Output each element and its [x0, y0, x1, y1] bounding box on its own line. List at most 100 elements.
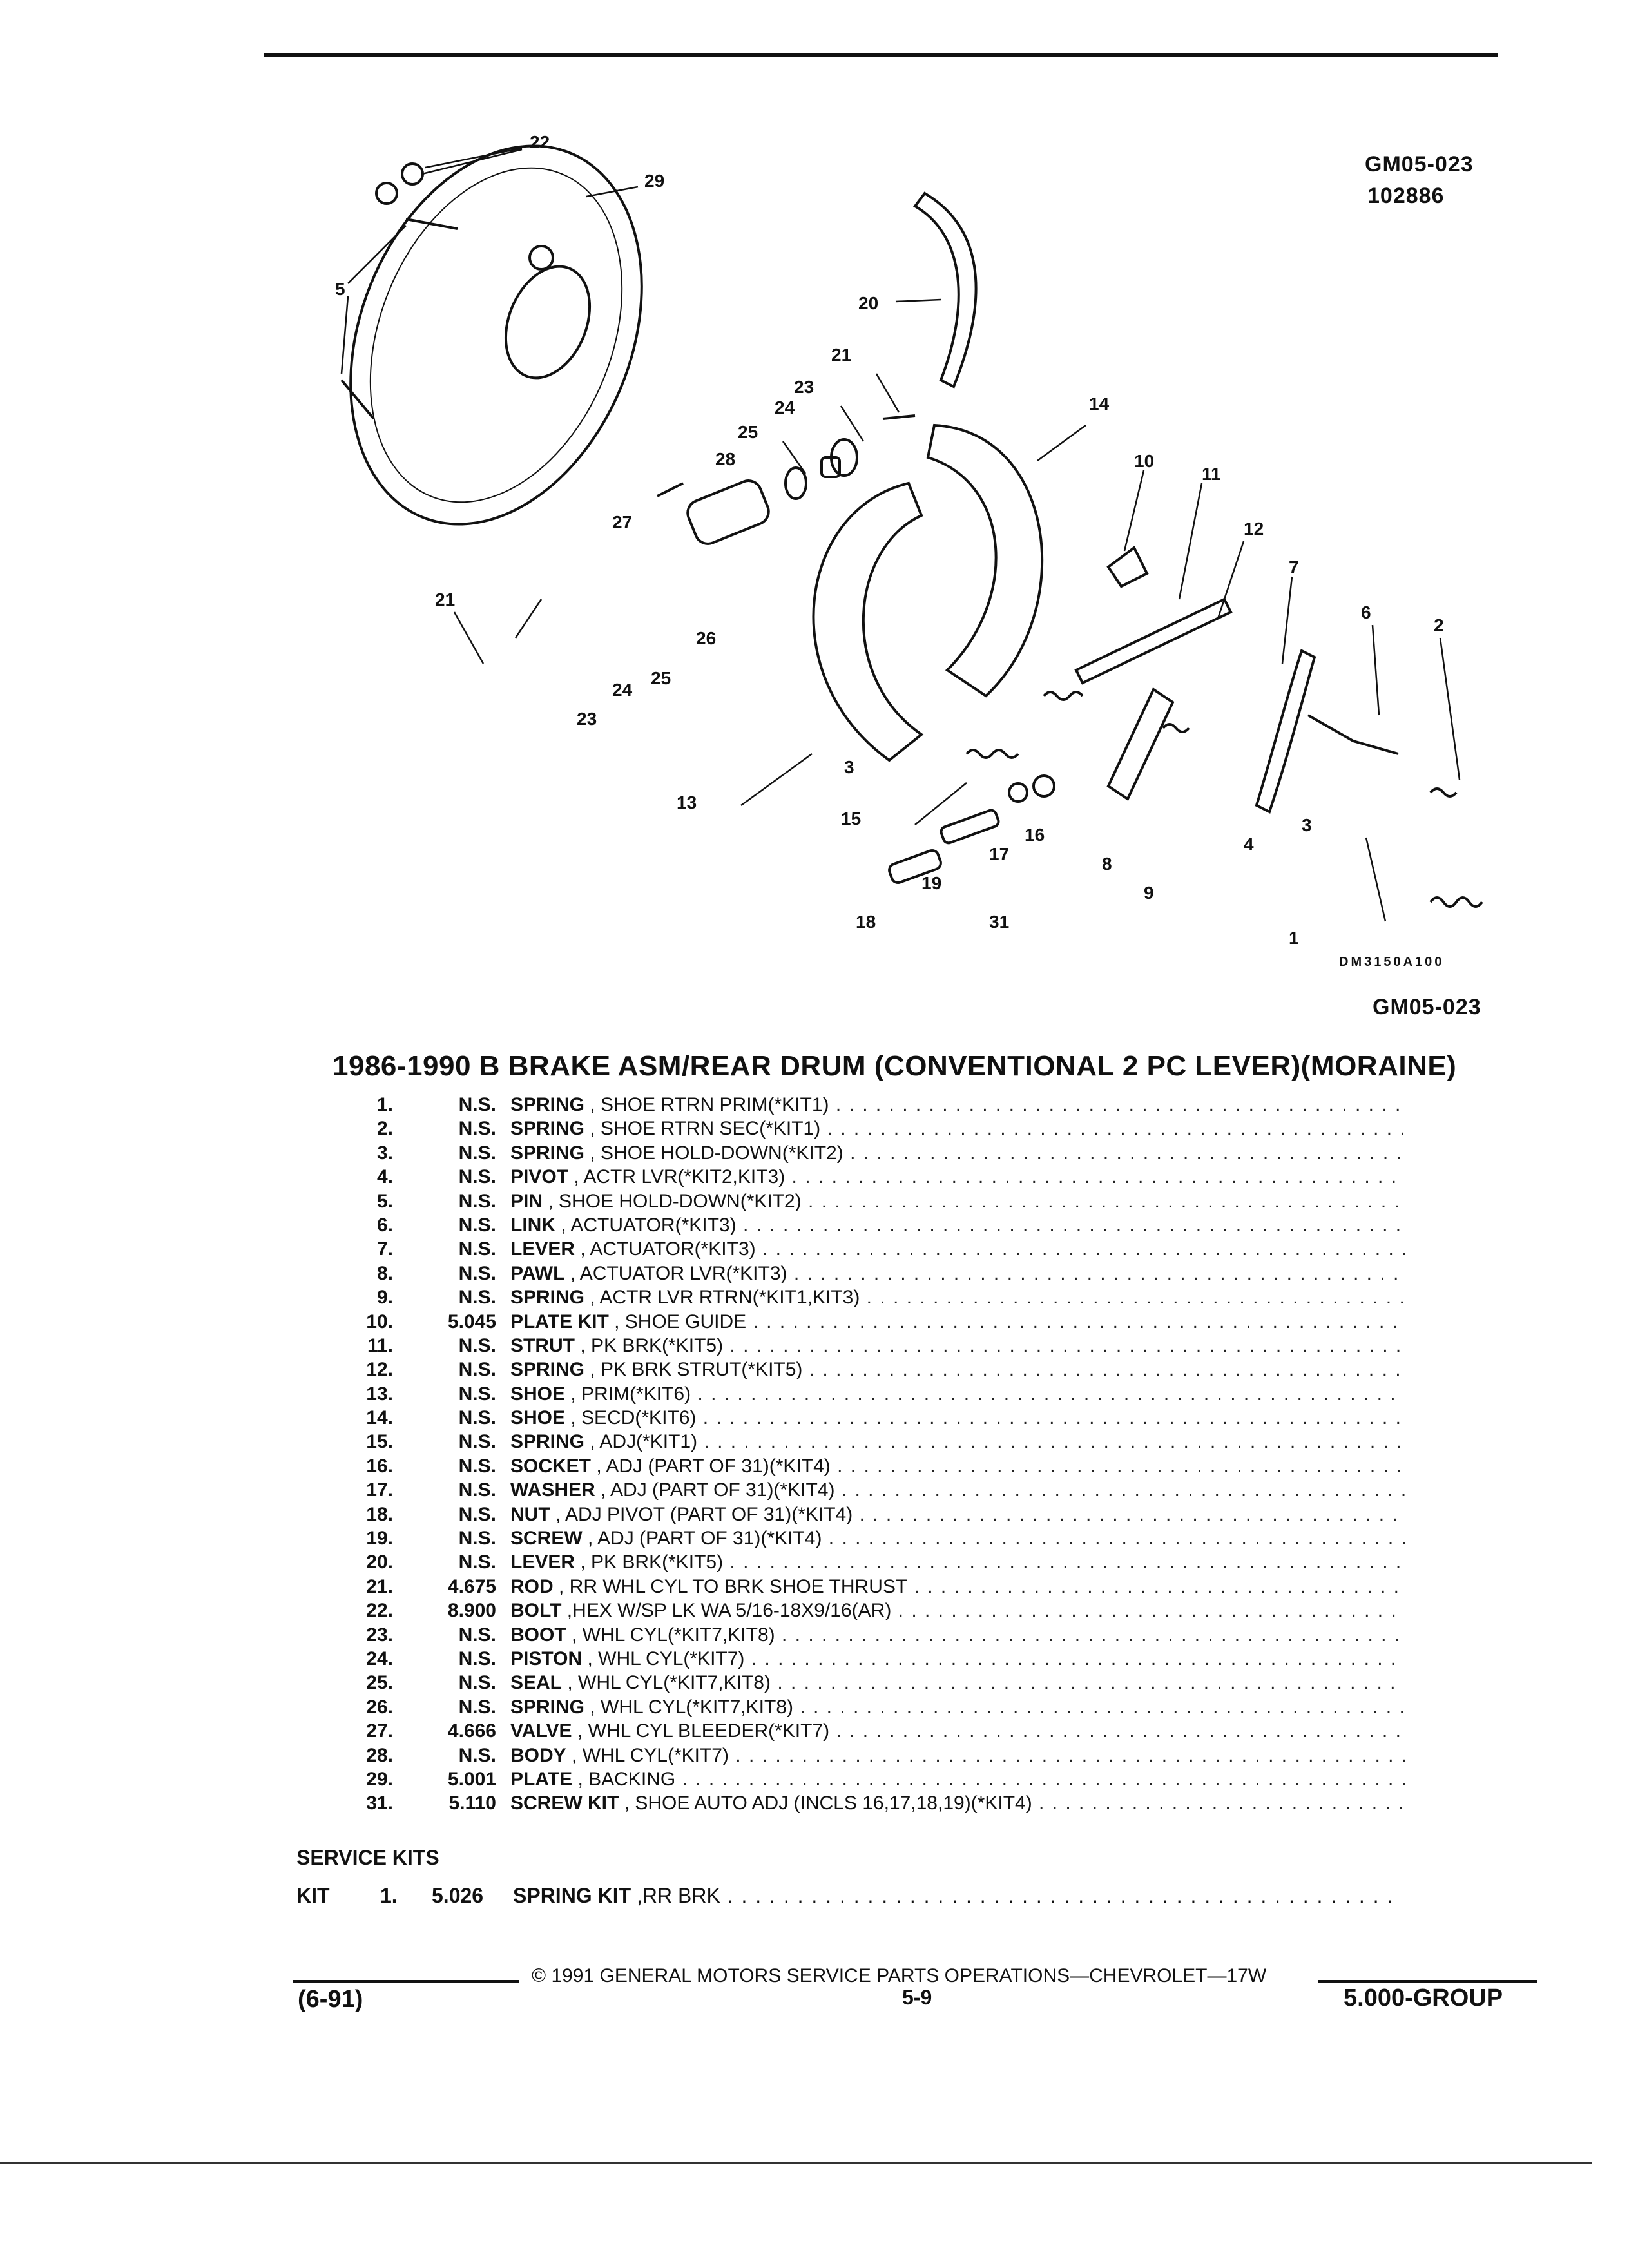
callout-23b: 23: [577, 709, 597, 729]
part-name: SPRING: [510, 1696, 585, 1718]
part-detail: , ADJ PIVOT (PART OF 31)(*KIT4): [555, 1503, 853, 1525]
backing-plate-drawing: [349, 144, 643, 526]
part-price: N.S.: [458, 1528, 496, 1550]
part-description: SCREW KIT , SHOE AUTO ADJ (INCLS 16,17,1…: [510, 1791, 1405, 1815]
part-detail: , PK BRK(*KIT5): [580, 1552, 724, 1573]
part-row: 9.N.S.SPRING , ACTR LVR RTRN(*KIT1,KIT3): [348, 1285, 1405, 1309]
callout-3b: 3: [1302, 815, 1312, 835]
callout-23: 23: [794, 377, 814, 397]
callout-31: 31: [989, 912, 1009, 932]
callout-12: 12: [1244, 519, 1264, 539]
part-price: N.S.: [458, 1744, 496, 1766]
part-detail: , RR WHL CYL TO BRK SHOE THRUST: [559, 1575, 908, 1597]
part-price: N.S.: [458, 1503, 496, 1525]
part-name: SPRING: [510, 1094, 585, 1115]
part-number: 11.: [367, 1334, 393, 1356]
part-name: SOCKET: [510, 1455, 592, 1477]
callout-24: 24: [775, 398, 795, 418]
kit-description: SPRING KIT ,RR BRK: [513, 1881, 1392, 1910]
part-description: SOCKET , ADJ (PART OF 31)(*KIT4): [510, 1454, 1405, 1478]
kit-label: KIT: [296, 1884, 330, 1907]
part-description: SCREW , ADJ (PART OF 31)(*KIT4): [510, 1526, 1405, 1550]
part-number: 24.: [366, 1648, 393, 1669]
adjuster-screw-drawing: [940, 809, 1000, 845]
part-number: 5.: [376, 1190, 393, 1212]
part-row: 11.N.S.STRUT , PK BRK(*KIT5): [348, 1334, 1405, 1358]
callout-2: 2: [1434, 615, 1444, 635]
part-price: 8.900: [447, 1600, 496, 1622]
brake-exploded-diagram: 22 29 5 20 21 23 24 25 28 27 14 10 11 12…: [335, 132, 1483, 948]
part-row: 18.N.S.NUT , ADJ PIVOT (PART OF 31)(*KIT…: [348, 1503, 1405, 1526]
part-row: 15.N.S.SPRING , ADJ(*KIT1): [348, 1430, 1405, 1454]
wheel-cylinder-drawing: [686, 479, 770, 545]
figure-ref-number: 102886: [1367, 184, 1445, 208]
callout-15: 15: [841, 809, 861, 829]
part-number: 12.: [366, 1359, 393, 1381]
part-detail: , ADJ (PART OF 31)(*KIT4): [601, 1479, 835, 1501]
part-name: VALVE: [510, 1720, 572, 1742]
part-description: SPRING , PK BRK STRUT(*KIT5): [510, 1358, 1405, 1381]
part-price: 4.666: [447, 1720, 496, 1742]
part-description: SPRING , SHOE HOLD-DOWN(*KIT2): [510, 1141, 1405, 1165]
part-detail: , WHL CYL(*KIT7,KIT8): [572, 1624, 775, 1646]
part-detail: , WHL CYL(*KIT7,KIT8): [590, 1696, 793, 1718]
part-number: 1.: [376, 1094, 393, 1115]
part-number: 17.: [366, 1479, 393, 1501]
part-name: SEAL: [510, 1672, 563, 1694]
part-row: 24.N.S.PISTON , WHL CYL(*KIT7): [348, 1647, 1405, 1671]
park-brake-strut-drawing: [1074, 597, 1233, 685]
part-price: N.S.: [458, 1262, 496, 1284]
part-name: SPRING: [510, 1359, 585, 1381]
figure-ref-code-bottom: GM05-023: [1373, 995, 1481, 1019]
callout-25b: 25: [651, 668, 671, 688]
top-rule: [264, 53, 1498, 57]
callout-13: 13: [677, 793, 697, 812]
part-number: 4.: [376, 1166, 393, 1188]
part-row: 20.N.S.LEVER , PK BRK(*KIT5): [348, 1550, 1405, 1574]
page-number: 5-9: [902, 1986, 932, 2009]
callout-1: 1: [1289, 928, 1299, 948]
part-detail: , ACTR LVR RTRN(*KIT1,KIT3): [590, 1287, 860, 1309]
kit-detail: ,RR BRK: [637, 1884, 720, 1907]
callout-24b: 24: [612, 680, 633, 700]
part-description: NUT , ADJ PIVOT (PART OF 31)(*KIT4): [510, 1503, 1405, 1526]
callout-26: 26: [696, 628, 716, 648]
part-description: BOLT ,HEX W/SP LK WA 5/16-18X9/16(AR): [510, 1599, 1405, 1622]
part-name: SPRING: [510, 1142, 585, 1164]
part-detail: , SHOE RTRN SEC(*KIT1): [590, 1118, 821, 1140]
part-number: 3.: [376, 1142, 393, 1164]
kit-number: 1.: [380, 1884, 398, 1907]
part-description: PISTON , WHL CYL(*KIT7): [510, 1647, 1405, 1671]
part-number: 8.: [376, 1262, 393, 1284]
part-number: 29.: [366, 1768, 393, 1790]
part-description: SPRING , SHOE RTRN PRIM(*KIT1): [510, 1093, 1405, 1117]
part-name: ROD: [510, 1575, 554, 1597]
page-title: 1986-1990 B BRAKE ASM/REAR DRUM (CONVENT…: [333, 1050, 1457, 1082]
part-number: 7.: [376, 1238, 393, 1260]
part-detail: , SHOE HOLD-DOWN(*KIT2): [590, 1142, 843, 1164]
callout-29: 29: [644, 171, 664, 191]
callout-21: 21: [831, 345, 851, 365]
part-row: 4.N.S.PIVOT , ACTR LVR(*KIT2,KIT3): [348, 1165, 1405, 1189]
part-price: N.S.: [458, 1238, 496, 1260]
part-price: 5.110: [448, 1792, 496, 1814]
part-detail: , ADJ (PART OF 31)(*KIT4): [588, 1528, 822, 1550]
part-name: NUT: [510, 1503, 550, 1525]
part-name: SPRING: [510, 1431, 585, 1453]
part-description: SPRING , WHL CYL(*KIT7,KIT8): [510, 1695, 1405, 1719]
kit-name: SPRING KIT: [513, 1884, 631, 1907]
part-row: 16.N.S.SOCKET , ADJ (PART OF 31)(*KIT4): [348, 1454, 1405, 1478]
figure-ref-code: GM05-023: [1365, 152, 1474, 177]
part-number: 28.: [366, 1744, 393, 1766]
part-detail: , SECD(*KIT6): [570, 1407, 697, 1429]
part-description: BOOT , WHL CYL(*KIT7,KIT8): [510, 1623, 1405, 1647]
part-name: SPRING: [510, 1118, 585, 1140]
part-name: BODY: [510, 1744, 566, 1766]
part-name: LEVER: [510, 1552, 575, 1573]
part-description: SHOE , SECD(*KIT6): [510, 1406, 1405, 1430]
part-description: PAWL , ACTUATOR LVR(*KIT3): [510, 1262, 1405, 1285]
callout-7: 7: [1289, 557, 1299, 577]
